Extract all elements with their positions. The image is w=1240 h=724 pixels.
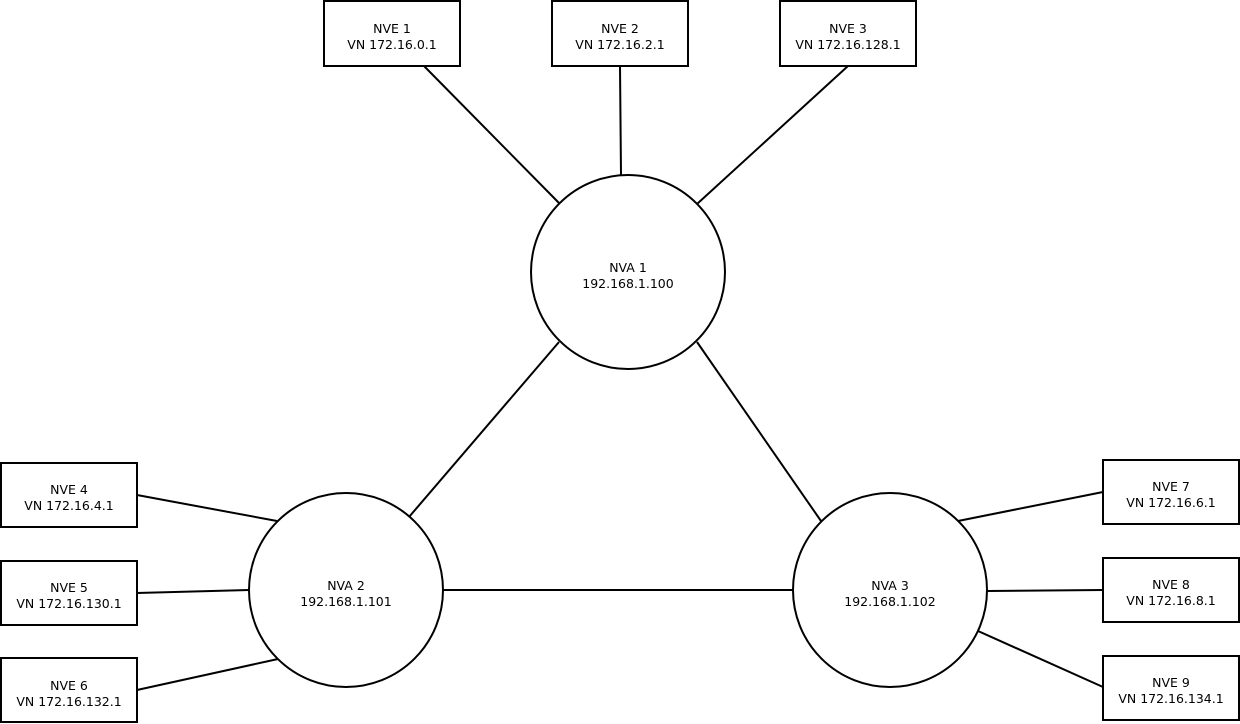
nve-node: NVE 3 VN 172.16.128.1 xyxy=(779,0,917,67)
link-nve4-nva2 xyxy=(136,494,278,522)
link-nve3-nva1 xyxy=(696,65,849,205)
link-nve8-nva3 xyxy=(986,589,1104,592)
nva-node: NVA 1 192.168.1.100 xyxy=(530,174,726,370)
link-nva1-nva2 xyxy=(408,341,560,518)
nve-node: NVE 4 VN 172.16.4.1 xyxy=(0,462,138,528)
nva-node-circle xyxy=(530,174,726,370)
link-nve1-nva1 xyxy=(423,65,560,204)
nve-node-vn: VN 172.16.8.1 xyxy=(1126,593,1215,608)
nve-node-name: NVE 3 xyxy=(829,21,867,36)
nve-node-name: NVE 1 xyxy=(373,21,411,36)
nva-node-address: 192.168.1.101 xyxy=(300,594,391,609)
nve-node-box xyxy=(1102,459,1240,525)
nva-node-circle xyxy=(792,492,988,688)
link-nve2-nva1 xyxy=(619,65,622,176)
nva-node-circle xyxy=(248,492,444,688)
nve-node-vn: VN 172.16.132.1 xyxy=(16,694,121,709)
link-nve9-nva3 xyxy=(977,630,1104,688)
nve-node-vn: VN 172.16.130.1 xyxy=(16,596,121,611)
nve-node-box xyxy=(0,462,138,528)
nve-node-name: NVE 7 xyxy=(1152,479,1190,494)
link-nve5-nva2 xyxy=(136,589,250,594)
nve-node-box xyxy=(1102,655,1240,721)
nva-node-address: 192.168.1.100 xyxy=(582,276,673,291)
nve-node-name: NVE 8 xyxy=(1152,577,1190,592)
nva-node-name: NVA 2 xyxy=(327,578,365,593)
link-nve7-nva3 xyxy=(957,491,1104,522)
nve-node: NVE 2 VN 172.16.2.1 xyxy=(551,0,689,67)
links xyxy=(136,65,1104,691)
nve-node-vn: VN 172.16.6.1 xyxy=(1126,495,1215,510)
nve-node-name: NVE 6 xyxy=(50,678,88,693)
nve-node-vn: VN 172.16.4.1 xyxy=(24,498,113,513)
nve-node: NVE 1 VN 172.16.0.1 xyxy=(323,0,461,67)
nve-node: NVE 6 VN 172.16.132.1 xyxy=(0,657,138,723)
nva-node: NVA 3 192.168.1.102 xyxy=(792,492,988,688)
nva-node-address: 192.168.1.102 xyxy=(844,594,935,609)
link-nve6-nva2 xyxy=(136,658,279,691)
nve-node-vn: VN 172.16.2.1 xyxy=(575,37,664,52)
nve-node-box xyxy=(779,0,917,67)
nve-node-box xyxy=(323,0,461,67)
nve-node-box xyxy=(0,657,138,723)
nve-node: NVE 9 VN 172.16.134.1 xyxy=(1102,655,1240,721)
nve-node-vn: VN 172.16.128.1 xyxy=(795,37,900,52)
nve-node-name: NVE 5 xyxy=(50,580,88,595)
nve-node-vn: VN 172.16.134.1 xyxy=(1118,691,1223,706)
link-nva1-nva3 xyxy=(696,341,822,522)
nve-node-box xyxy=(1102,557,1240,623)
nve-node-name: NVE 4 xyxy=(50,482,88,497)
nva-node-name: NVA 3 xyxy=(871,578,909,593)
nve-node-box xyxy=(551,0,689,67)
nve-node-vn: VN 172.16.0.1 xyxy=(347,37,436,52)
nva-node-name: NVA 1 xyxy=(609,260,647,275)
nve-node-box xyxy=(0,560,138,626)
nve-node-name: NVE 9 xyxy=(1152,675,1190,690)
nve-node: NVE 7 VN 172.16.6.1 xyxy=(1102,459,1240,525)
nva-node: NVA 2 192.168.1.101 xyxy=(248,492,444,688)
nve-node: NVE 8 VN 172.16.8.1 xyxy=(1102,557,1240,623)
nve-node: NVE 5 VN 172.16.130.1 xyxy=(0,560,138,626)
nve-node-name: NVE 2 xyxy=(601,21,639,36)
